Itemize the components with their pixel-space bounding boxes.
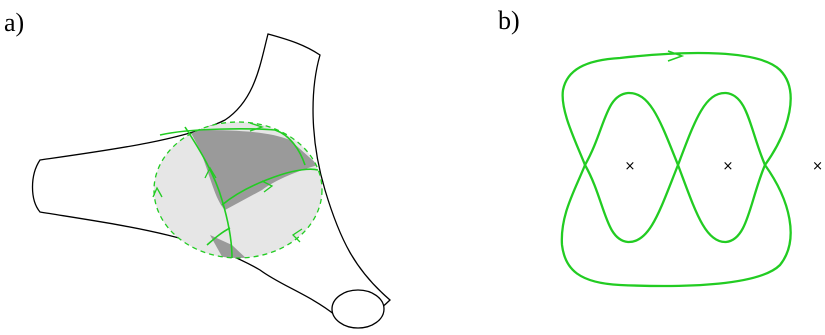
arrowhead-outer-loop	[667, 50, 685, 62]
surface-cuff	[331, 289, 385, 329]
disk-boundary-dashed	[153, 121, 323, 259]
arrowhead-top	[249, 122, 265, 132]
green-arc-left	[184, 126, 233, 259]
arrowhead-right	[261, 180, 274, 193]
puncture-marker-edge: ×	[812, 159, 823, 174]
outer-loop-curve	[560, 51, 792, 288]
dark-region-top	[170, 127, 318, 210]
green-arc-right	[221, 168, 319, 206]
panel-b-label: b)	[498, 6, 520, 35]
puncture-marker-right: ×	[723, 159, 734, 174]
arrowhead-left	[204, 166, 217, 179]
puncture-marker-left: ×	[625, 159, 636, 174]
panel-a-diagram	[31, 33, 391, 329]
arrowhead-disk-left	[152, 186, 163, 198]
inner-loop-curve	[583, 91, 767, 244]
dark-region-bottom	[210, 235, 250, 258]
arrowhead-disk-bottom	[291, 228, 303, 243]
green-arc-bottom	[206, 227, 231, 246]
panel-b-diagram: × × ×	[560, 50, 823, 288]
panel-a-label: a)	[4, 8, 25, 37]
